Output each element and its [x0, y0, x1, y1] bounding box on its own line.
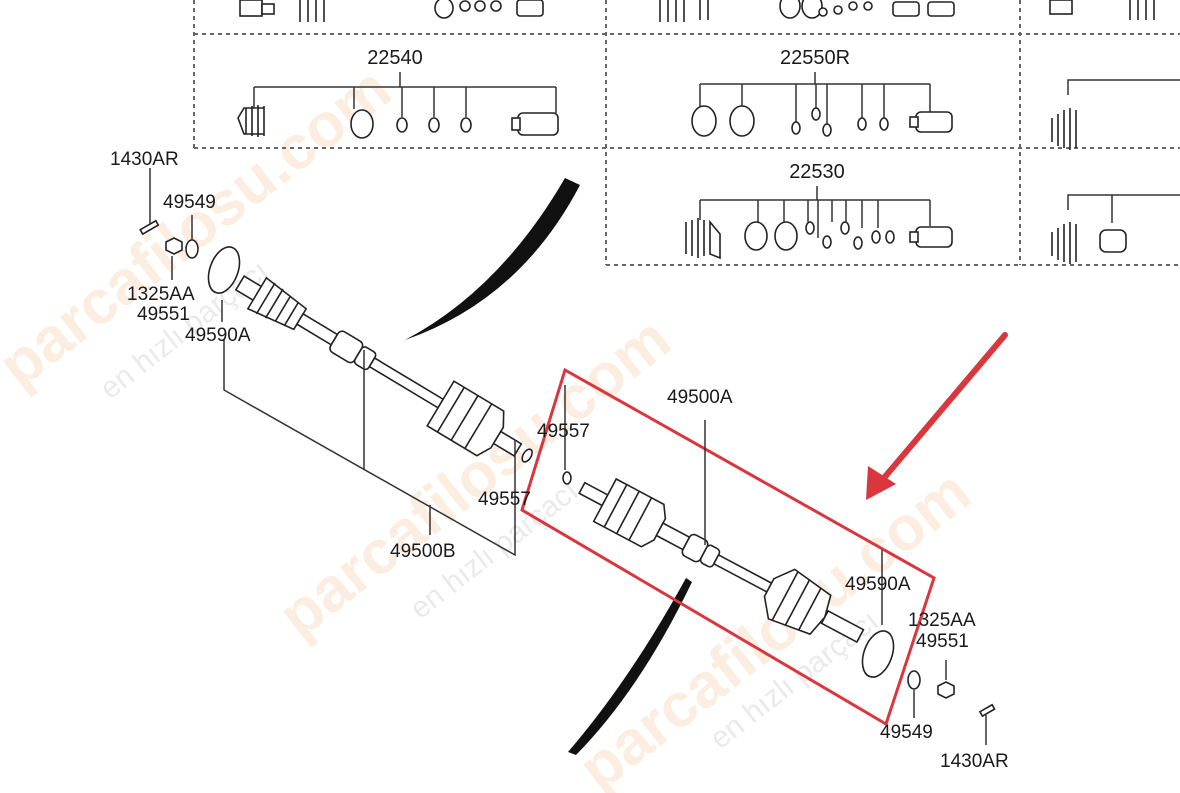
part-label: 1430AR	[940, 751, 1009, 772]
kit-label: 22540	[367, 47, 423, 69]
kit-22530: 22530	[685, 161, 953, 260]
kit-22540: 22540	[237, 47, 559, 139]
kit-label: 22530	[789, 161, 845, 183]
red-arrow-icon	[866, 332, 1008, 500]
part-label: 49500B	[390, 541, 456, 562]
left-labels: 1430AR 49549 1325AA 49551 49590A 49557 4…	[110, 149, 531, 562]
part-label: 49590A	[185, 325, 251, 346]
part-label: 49557	[537, 421, 590, 442]
part-label: 49590A	[845, 574, 911, 595]
part-label: 49549	[880, 722, 933, 743]
right-driveshaft	[562, 385, 996, 745]
kit-label: 22550R	[780, 47, 850, 69]
part-label: 49551	[137, 304, 190, 325]
kit-top-row	[239, 0, 1155, 22]
right-labels: 49557 49500A 49590A 1325AA 49551 49549 1…	[537, 387, 1009, 772]
part-label: 1325AA	[127, 284, 195, 305]
part-label: 1430AR	[110, 149, 179, 170]
highlight-box	[520, 367, 936, 727]
lower-curve	[568, 578, 692, 755]
kit-grid	[193, 0, 1180, 266]
left-driveshaft	[139, 168, 533, 557]
part-label: 49557	[478, 489, 531, 510]
part-label: 49549	[163, 192, 216, 213]
upper-curve	[405, 178, 580, 340]
part-label: 1325AA	[908, 610, 976, 631]
part-label: 49551	[916, 631, 969, 652]
svg-text:parcafilosu.com: parcafilosu.com	[266, 304, 683, 651]
part-label: 49500A	[667, 387, 733, 408]
kit-22550R: 22550R	[691, 47, 953, 137]
kit-right-column	[1051, 79, 1180, 264]
